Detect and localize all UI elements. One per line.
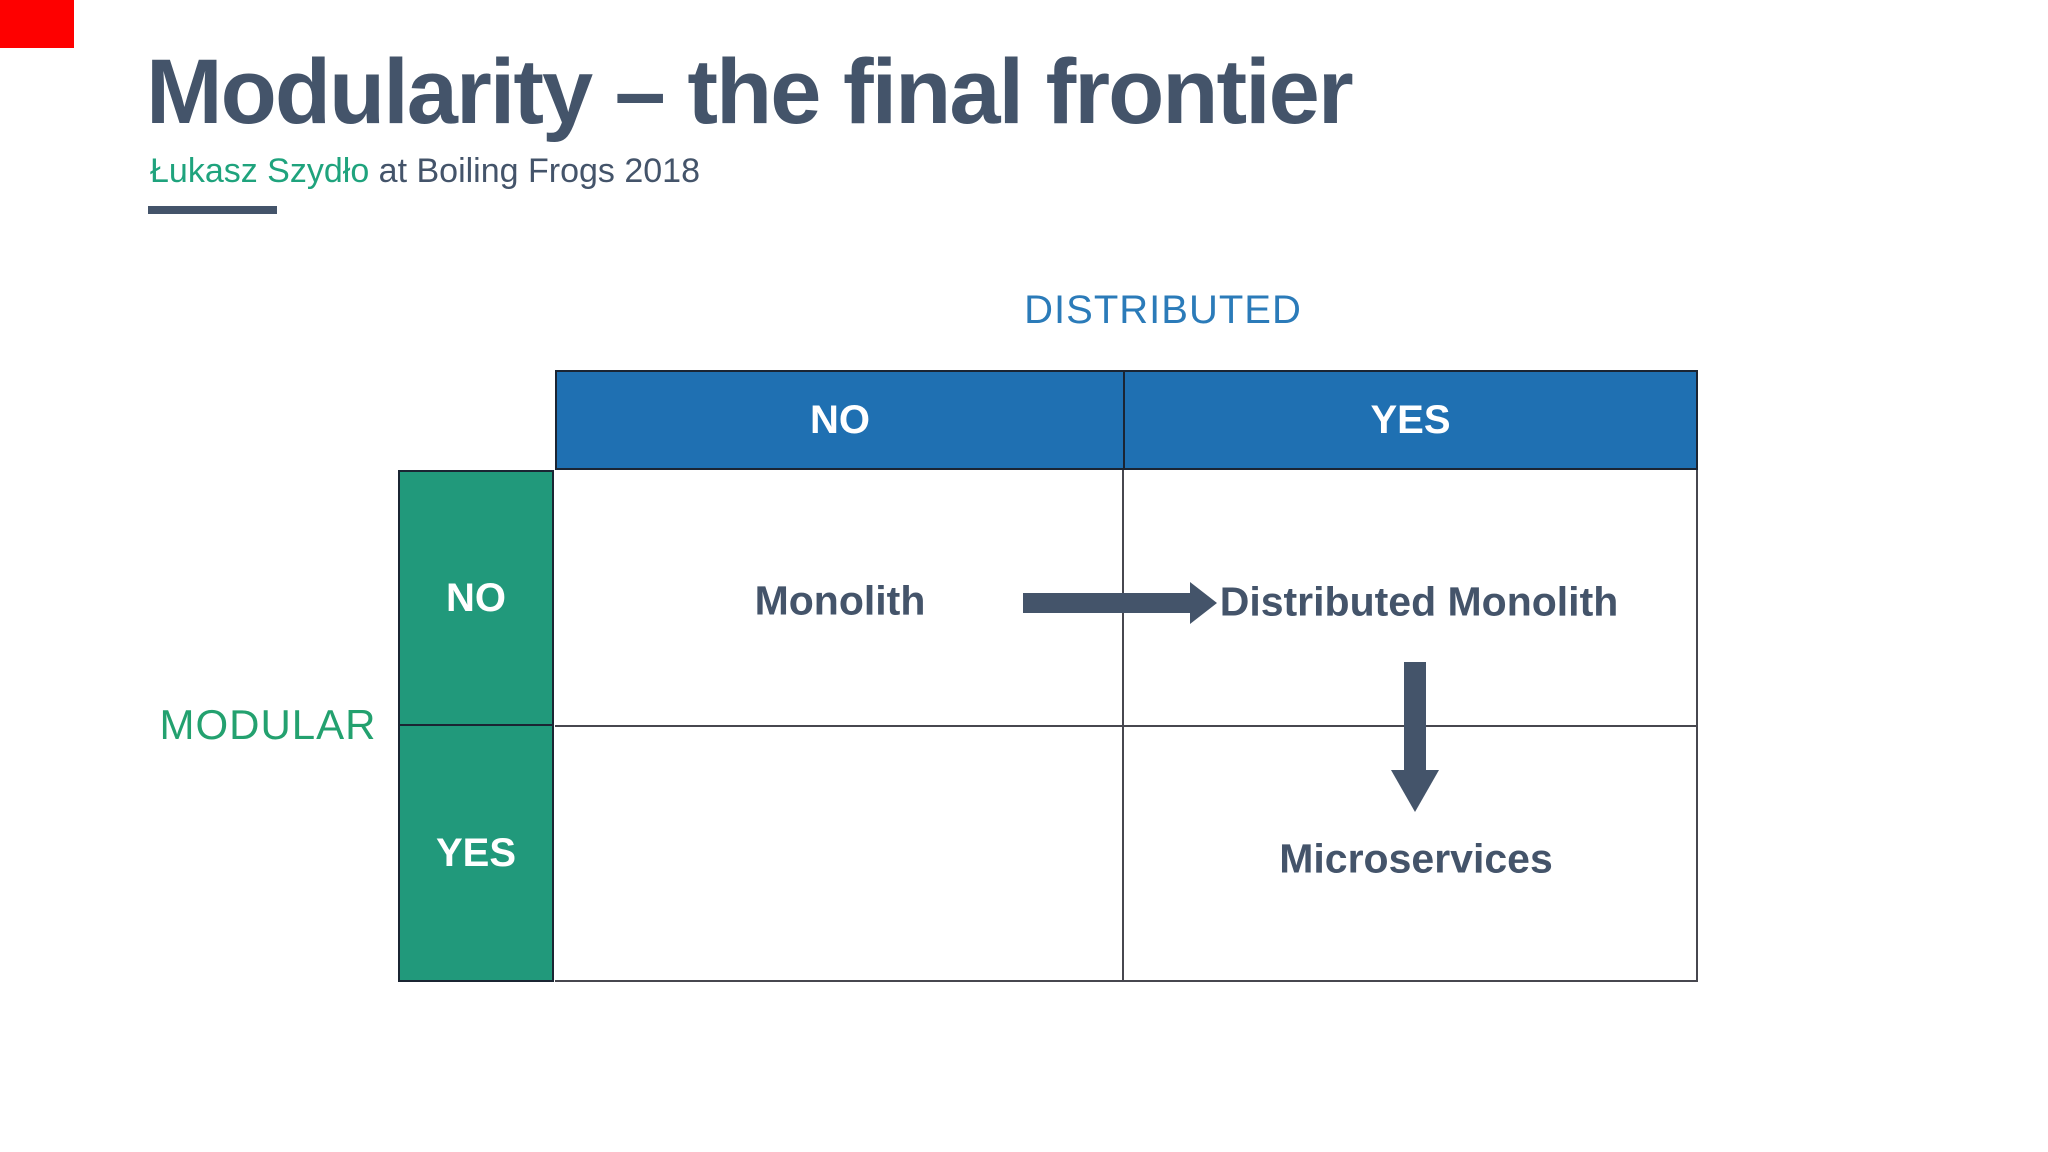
- row-header-column: NO YES: [398, 470, 554, 982]
- arrow-down-icon: [1404, 662, 1426, 770]
- column-header-row: NO YES: [555, 370, 1698, 470]
- row-axis-label: MODULAR: [159, 701, 377, 748]
- row-header-no: NO: [446, 575, 506, 620]
- column-axis-label: DISTRIBUTED: [1024, 288, 1302, 332]
- title-underline: [148, 206, 277, 214]
- arrow-down-head-icon: [1391, 770, 1439, 812]
- arrow-right-head-icon: [1190, 582, 1217, 624]
- credit-line: Łukasz Szydło at Boiling Frogs 2018: [150, 152, 700, 191]
- row-header-yes: YES: [400, 724, 552, 980]
- credit-author: Łukasz Szydło: [150, 152, 370, 190]
- cell-modular-yes-distributed-yes: Microservices: [1279, 835, 1553, 882]
- page-title: Modularity – the final frontier: [146, 41, 1354, 143]
- cell-modular-no-distributed-yes: Distributed Monolith: [1219, 578, 1619, 625]
- grid-horizontal-divider: [555, 725, 1698, 727]
- arrow-right-icon: [1023, 593, 1190, 613]
- cell-modular-no-distributed-no: Monolith: [754, 577, 926, 624]
- credit-rest: at Boiling Frogs 2018: [369, 152, 700, 190]
- column-header-no: NO: [810, 397, 870, 442]
- column-header-yes: YES: [1123, 372, 1696, 468]
- recording-indicator: [0, 0, 74, 48]
